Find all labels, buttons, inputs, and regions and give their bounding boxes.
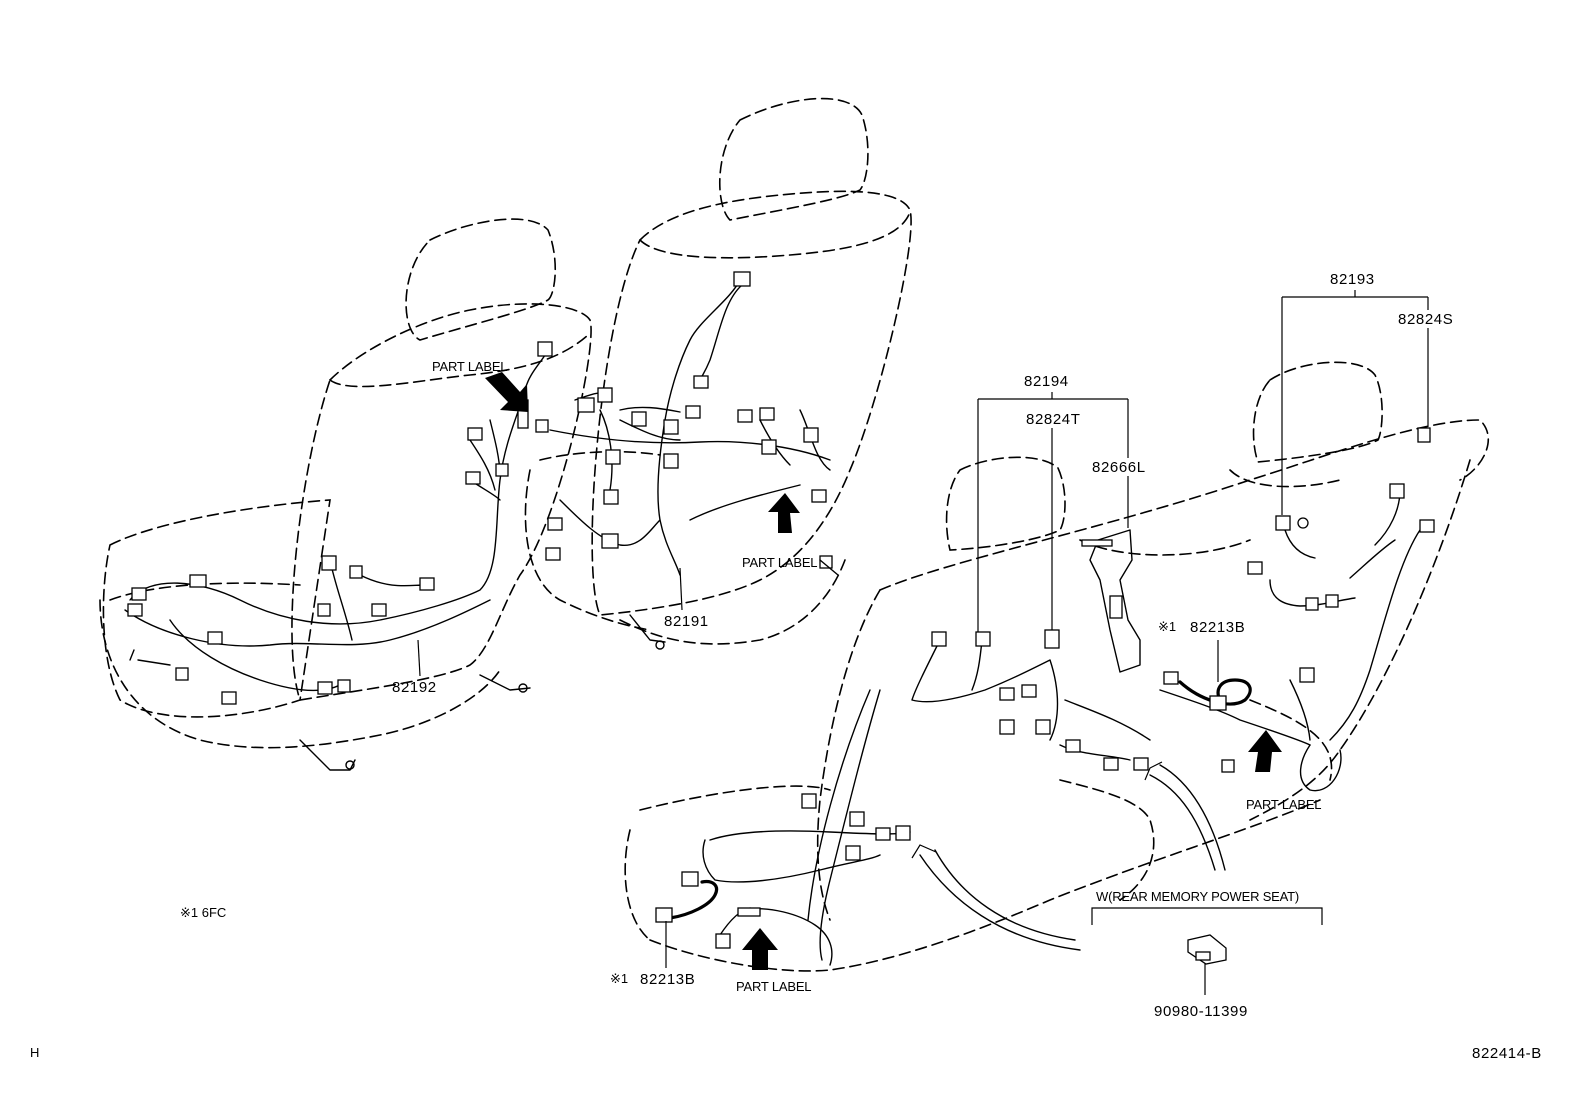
reference-mark-upper: ※1 [1158, 619, 1177, 634]
connector-90980-11399 [1187, 934, 1227, 965]
part-number-82191: 82191 [664, 613, 709, 630]
left-front-seat [99, 218, 592, 771]
part-label-arrow-c [1248, 730, 1282, 772]
part-label-arrow-b [768, 493, 800, 533]
part-label-arrow-a [485, 372, 528, 412]
part-number-82192: 82192 [392, 679, 437, 696]
drawing-id: 822414-B [1472, 1045, 1542, 1062]
footnote-6fc: ※1 6FC [180, 905, 227, 920]
part-number-82193: 82193 [1330, 271, 1375, 288]
part-label-text-c: PART LABEL [1246, 797, 1322, 812]
reference-mark-lower: ※1 [610, 971, 629, 986]
part-label-text-a: PART LABEL [432, 359, 508, 374]
part-number-82213B-lower: 82213B [640, 971, 696, 988]
part-label-text-b: PART LABEL [742, 555, 818, 570]
rear-bench-seat [624, 361, 1490, 972]
part-number-82194: 82194 [1024, 373, 1069, 390]
right-front-seat [524, 97, 912, 650]
leader-lines [417, 290, 1429, 995]
part-number-82213B-upper: 82213B [1190, 619, 1246, 636]
part-label-arrow-d [742, 928, 778, 970]
part-number-82666L: 82666L [1092, 459, 1146, 476]
rear-memory-power-seat-label: W(REAR MEMORY POWER SEAT) [1096, 889, 1300, 904]
part-label-text-d: PART LABEL [736, 979, 812, 994]
part-number-90980-11399: 90980-11399 [1154, 1003, 1248, 1020]
corner-mark: H [30, 1045, 40, 1060]
part-number-82824T: 82824T [1026, 411, 1081, 428]
part-number-82824S: 82824S [1398, 311, 1454, 328]
